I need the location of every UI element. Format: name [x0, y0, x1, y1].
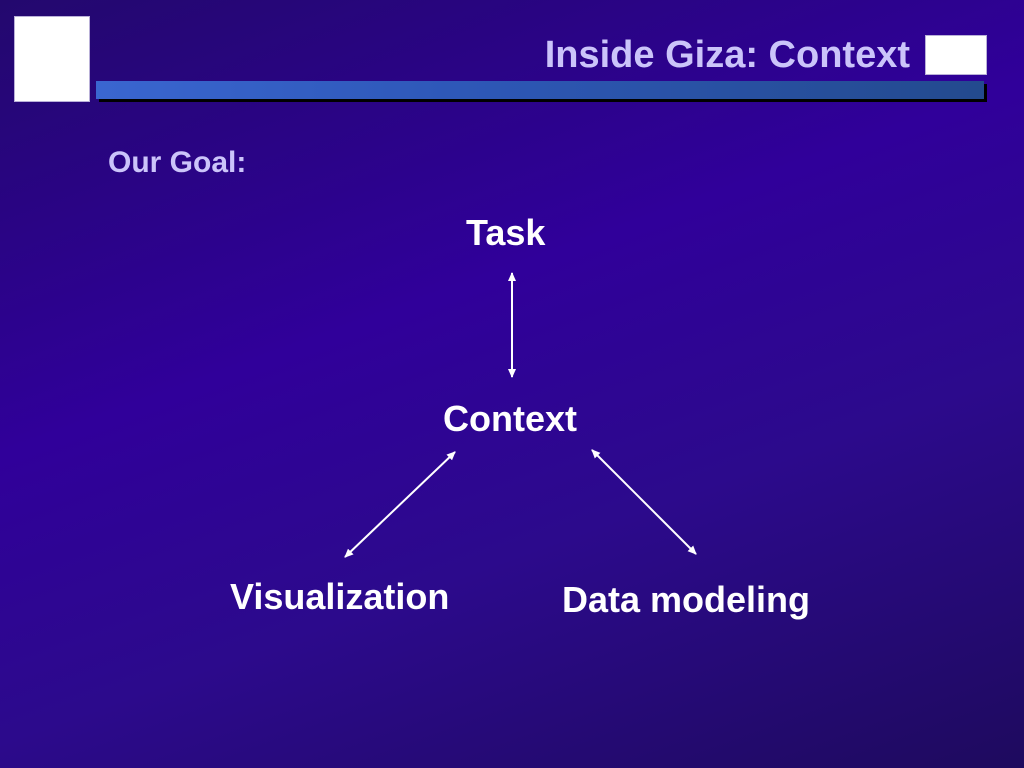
goal-heading: Our Goal: [108, 146, 247, 179]
node-data-modeling: Data modeling [562, 579, 811, 620]
picture-placeholder [14, 16, 90, 102]
node-context: Context [443, 398, 577, 439]
logo-placeholder [925, 35, 987, 75]
node-visualization: Visualization [230, 576, 450, 617]
arrow-context-data-modeling [591, 449, 697, 555]
title-bar [96, 81, 984, 99]
slide-title: Inside Giza: Context [544, 34, 910, 76]
node-task: Task [466, 212, 546, 253]
arrow-context-visualization [344, 451, 456, 558]
